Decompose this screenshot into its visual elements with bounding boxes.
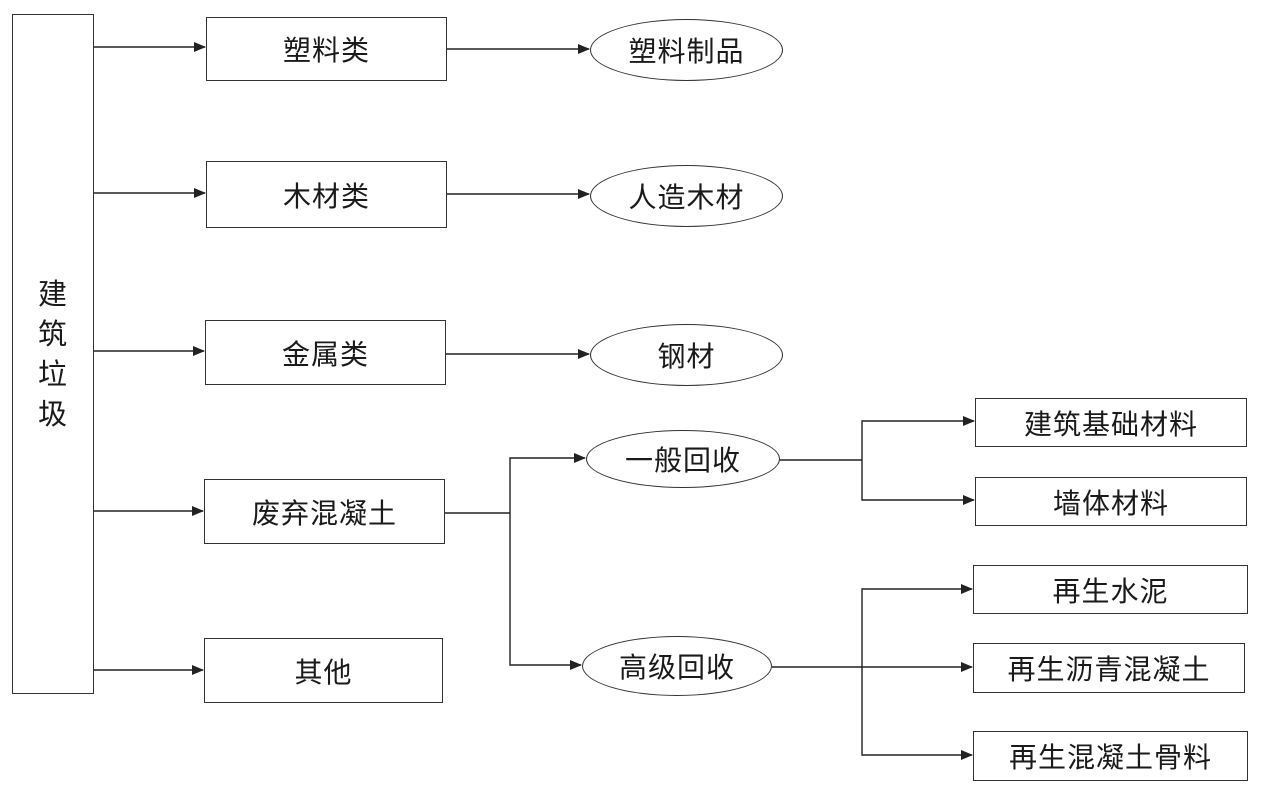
recycling-node-advanced: 高级回收 — [582, 636, 772, 696]
root-label-char: 筑 — [37, 317, 68, 351]
product-node-plastic-products: 塑料制品 — [590, 19, 783, 81]
recycling-node-general: 一般回收 — [586, 430, 780, 488]
output-node-foundation-material: 建筑基础材料 — [975, 398, 1247, 447]
output-node-recycled-cement: 再生水泥 — [973, 565, 1248, 614]
category-node-plastic: 塑料类 — [206, 17, 447, 81]
category-node-concrete: 废弃混凝土 — [204, 479, 445, 544]
category-node-other: 其他 — [204, 638, 443, 703]
product-node-artificial-wood: 人造木材 — [590, 165, 783, 227]
output-node-recycled-aggregate: 再生混凝土骨料 — [973, 731, 1248, 781]
arrow-concrete-to-general — [509, 453, 586, 513]
category-node-metal: 金属类 — [205, 320, 446, 385]
output-node-wall-material: 墙体材料 — [975, 477, 1247, 526]
arrow-advanced-to-aggregate — [861, 667, 973, 760]
arrow-concrete-to-advanced — [509, 513, 582, 670]
category-node-wood: 木材类 — [206, 161, 447, 228]
root-label-char: 圾 — [37, 397, 68, 431]
arrow-general-to-wall — [861, 460, 975, 505]
root-label-char: 建 — [37, 277, 68, 311]
arrow-advanced-to-cement — [861, 584, 973, 667]
root-node-construction-waste: 建 筑 垃 圾 — [12, 14, 94, 694]
product-node-steel: 钢材 — [590, 324, 783, 386]
root-label-char: 垃 — [37, 357, 68, 391]
arrow-general-to-foundation — [861, 416, 975, 460]
output-node-recycled-asphalt-concrete: 再生沥青混凝土 — [973, 643, 1245, 693]
